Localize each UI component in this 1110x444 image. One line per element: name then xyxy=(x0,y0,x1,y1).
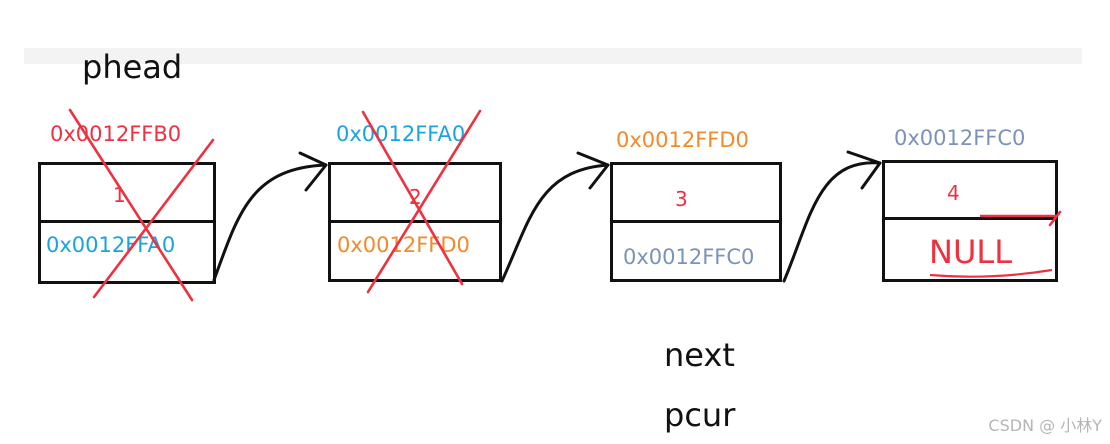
node-2-divider xyxy=(331,220,499,223)
node-2-data: 2 xyxy=(409,185,422,209)
node-3-next-pointer: 0x0012FFC0 xyxy=(623,245,755,269)
arrowhead-2-to-3 xyxy=(576,151,610,190)
node-3-box: 3 0x0012FFC0 xyxy=(610,162,782,282)
node-4-null-pointer: NULL xyxy=(929,233,1013,271)
node-4-address: 0x0012FFC0 xyxy=(894,126,1026,150)
cur-pointer-label: pcur xyxy=(664,396,736,434)
next-pointer-label: next xyxy=(664,336,735,374)
node-2-address: 0x0012FFA0 xyxy=(336,122,466,146)
top-bar xyxy=(24,48,1082,64)
arrow-2-to-3 xyxy=(500,163,610,283)
node-1-next-pointer: 0x0012FFA0 xyxy=(46,233,176,257)
arrowhead-1-to-2 xyxy=(298,151,328,192)
node-1-address: 0x0012FFB0 xyxy=(50,122,182,146)
node-2-next-pointer: 0x0012FFD0 xyxy=(337,233,470,257)
node-3-divider xyxy=(613,220,779,223)
node-3-address: 0x0012FFD0 xyxy=(616,128,749,152)
node-1-data: 1 xyxy=(113,183,126,207)
head-pointer-label: phead xyxy=(82,48,183,86)
node-2-box: 2 0x0012FFD0 xyxy=(328,162,502,282)
node-1-box: 1 0x0012FFA0 xyxy=(38,162,216,284)
node-1-divider xyxy=(41,220,213,223)
node-4-divider xyxy=(885,217,1055,220)
arrow-3-to-4 xyxy=(782,161,882,283)
node-3-data: 3 xyxy=(675,187,688,211)
watermark: CSDN @ 小林Y xyxy=(988,416,1102,435)
arrowhead-3-to-4 xyxy=(846,150,882,190)
node-4-box: 4 NULL xyxy=(882,160,1058,282)
node-4-data: 4 xyxy=(947,181,960,205)
arrow-1-to-2 xyxy=(212,163,328,282)
